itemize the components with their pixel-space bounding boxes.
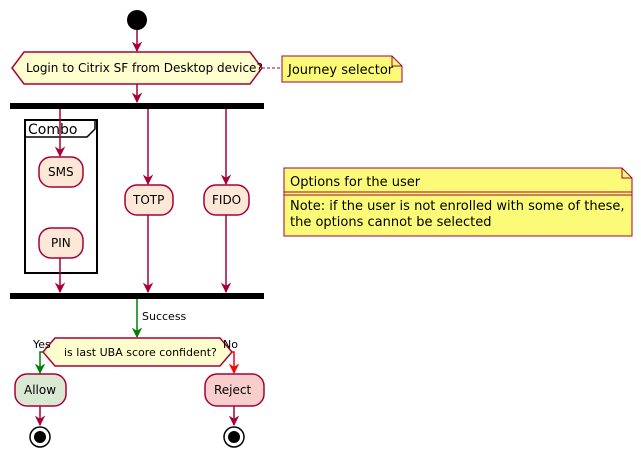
start-node: [127, 10, 147, 30]
end-node-reject: [228, 431, 240, 443]
activity-sms-label: SMS: [48, 165, 74, 179]
activity-totp[interactable]: [124, 184, 174, 216]
join-bar: [10, 293, 264, 299]
combo-label: Combo: [28, 122, 77, 138]
options-note-line2: the options cannot be selected: [290, 215, 492, 230]
options-note-line1: Note: if the user is not enrolled with s…: [290, 199, 625, 214]
activity-pin-label: PIN: [51, 236, 71, 250]
edge-no-to-reject: [228, 351, 240, 375]
journey-selector-note-label: Journey selector: [287, 63, 394, 78]
combo-frame-tab: [25, 121, 96, 138]
activity-reject-label: Reject: [214, 383, 251, 397]
journey-selector-note: [281, 55, 403, 83]
no-label: No: [223, 338, 238, 351]
options-note: [283, 167, 633, 237]
success-label: Success: [142, 310, 187, 323]
activity-sms[interactable]: [38, 156, 84, 188]
login-decision[interactable]: [11, 51, 263, 85]
login-decision-label: Login to Citrix SF from Desktop device?: [26, 61, 263, 75]
yes-label: Yes: [32, 338, 51, 351]
edge-yes-to-allow: [34, 351, 46, 375]
fork-bar: [10, 103, 264, 109]
options-note-title: Options for the user: [290, 175, 421, 190]
journey-note-fold: [391, 56, 402, 67]
activity-totp-label: TOTP: [132, 193, 164, 207]
uba-decision-label: is last UBA score confident?: [64, 346, 217, 359]
activity-pin[interactable]: [38, 227, 84, 259]
options-note-fold: [621, 168, 632, 179]
end-node-allow: [34, 431, 46, 443]
activity-fido-label: FIDO: [212, 193, 241, 207]
activity-allow-label: Allow: [24, 383, 56, 397]
